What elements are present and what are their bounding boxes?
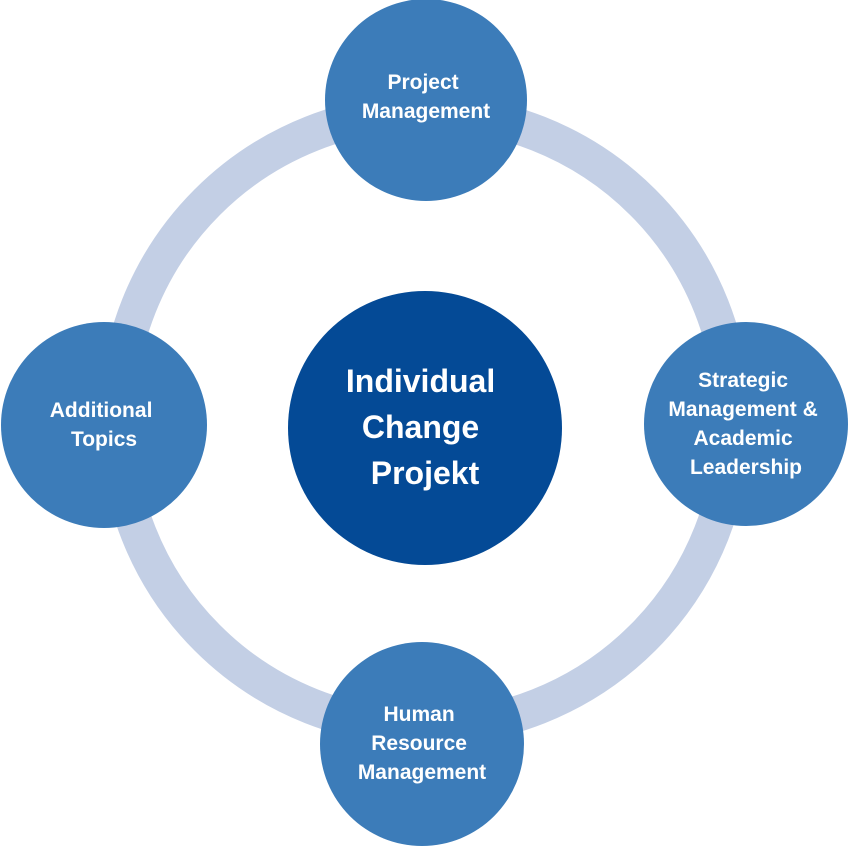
node-label: Human Resource Management [358,703,486,784]
node-label-line: Academic [693,427,793,450]
node-label-line: Management [362,100,490,123]
node-label-line: Topics [71,428,137,451]
node-label: Additional Topics [50,399,159,451]
node-label-line: Additional [50,399,153,422]
node-additional-topics: Additional Topics [1,322,207,528]
node-circle [320,642,524,846]
node-label-line: Leadership [690,456,802,479]
node-label: Strategic Management & Academic Leadersh… [668,369,823,479]
center-node-circle [288,291,562,565]
node-project-management: Project Management [325,0,527,201]
node-label: Project Management [362,71,490,123]
node-human-resource-management: Human Resource Management [320,642,524,846]
node-label-line: Management & [668,398,817,421]
node-strategic-management: Strategic Management & Academic Leadersh… [644,322,848,526]
node-label-line: Project [387,71,458,94]
node-label-line: Management [358,761,486,784]
center-node-line: Projekt [371,455,480,491]
center-node-label: Individual Change Projekt [346,363,504,491]
node-circle [325,0,527,201]
node-label-line: Human [383,703,454,726]
center-node-line: Change [362,409,479,445]
center-node: Individual Change Projekt [288,291,562,565]
center-node-line: Individual [346,363,495,399]
node-circle [644,322,848,526]
node-circle [1,322,207,528]
node-label-line: Strategic [698,369,788,392]
node-label-line: Resource [371,732,467,755]
